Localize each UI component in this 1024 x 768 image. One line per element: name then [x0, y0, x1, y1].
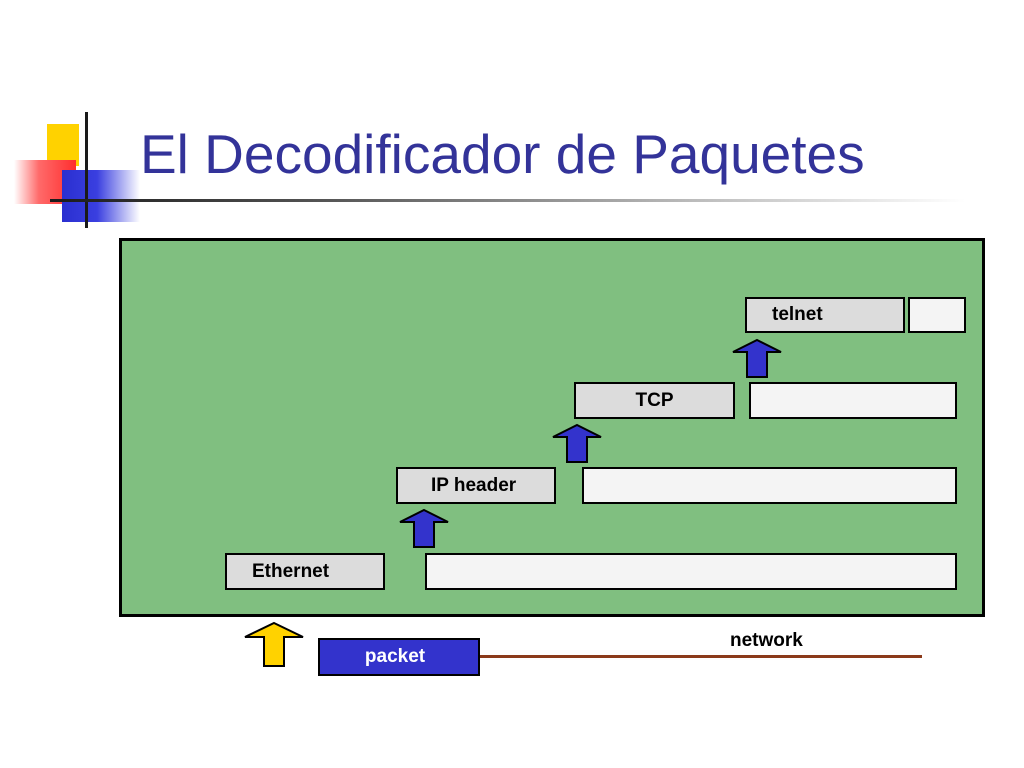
tcp-payload-box — [749, 382, 957, 419]
title-underline — [50, 199, 965, 202]
slide-title: El Decodificador de Paquetes — [140, 123, 865, 185]
arrow-up-to-tcp-icon — [552, 423, 602, 463]
telnet-header-box: telnet — [745, 297, 905, 333]
telnet-payload-box — [908, 297, 966, 333]
arrow-up-to-telnet-icon — [732, 338, 782, 378]
arrow-up-packet-in-icon — [244, 621, 304, 667]
ethernet-header-box: Ethernet — [225, 553, 385, 590]
ip-payload-box — [582, 467, 957, 504]
arrow-up-to-ip-icon — [399, 508, 449, 548]
ethernet-payload-box — [425, 553, 957, 590]
title-decoration-yellow-square — [47, 124, 79, 166]
packet-box: packet — [318, 638, 480, 676]
ip-header-box: IP header — [396, 467, 556, 504]
title-decoration-vertical-line — [85, 112, 88, 228]
title-decoration-blue-square — [62, 170, 140, 222]
network-line — [480, 655, 922, 658]
tcp-header-box: TCP — [574, 382, 735, 419]
network-label: network — [730, 630, 803, 651]
